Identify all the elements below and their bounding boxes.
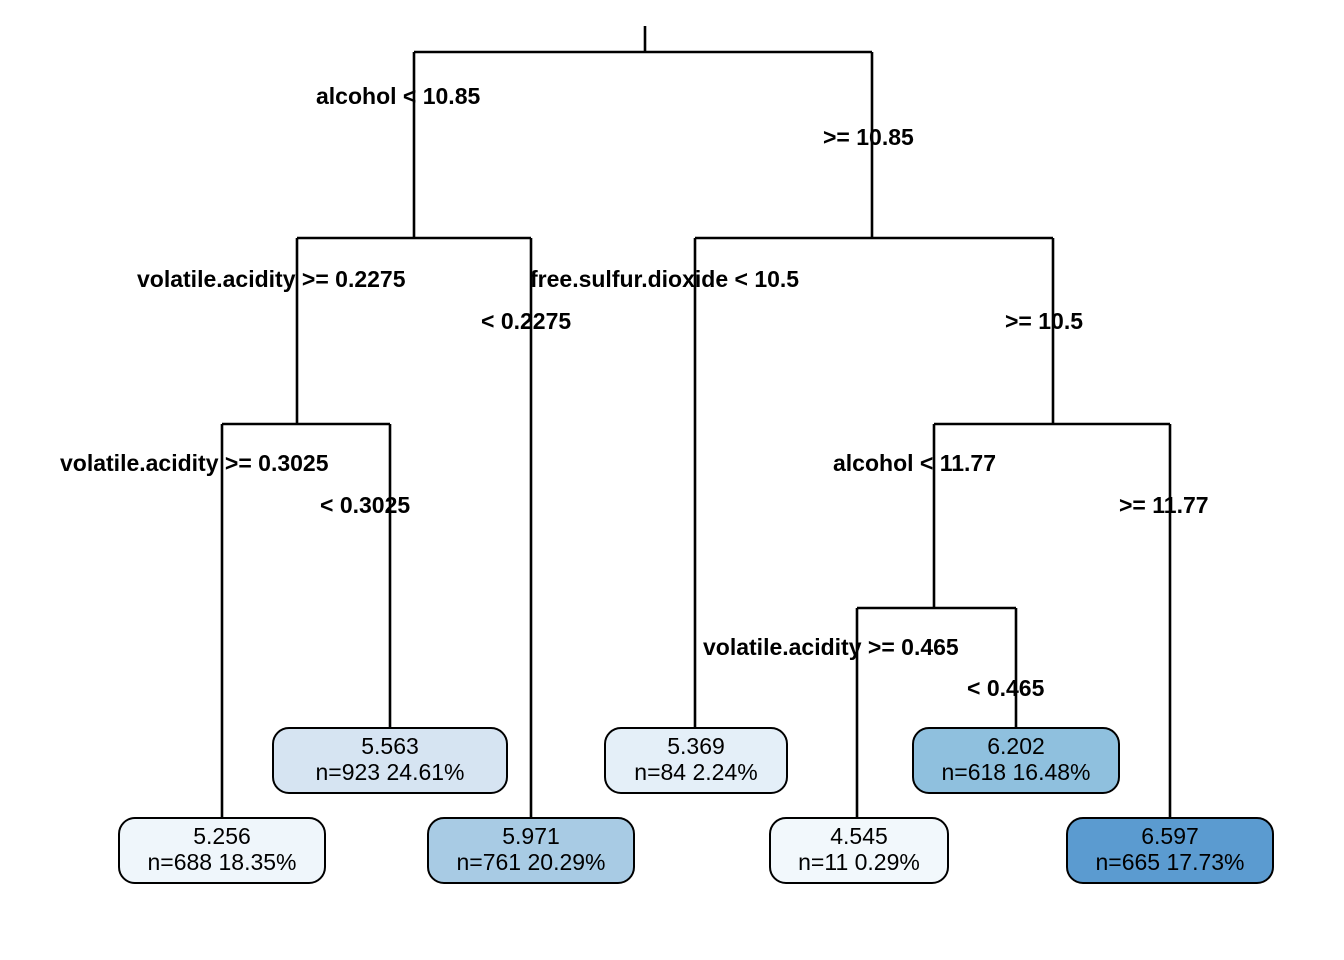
leaf-value: 4.545: [830, 823, 888, 850]
split-label-volatile-acidity-gte-03025: volatile.acidity >= 0.3025: [60, 450, 329, 476]
leaf-stats: n=84 2.24%: [634, 759, 758, 785]
split-label-volatile-acidity-lt-0465: < 0.465: [967, 675, 1045, 701]
split-label-volatile-acidity-gte-0465: volatile.acidity >= 0.465: [703, 634, 959, 660]
split-label-free-sulfur-dioxide-gte-105: >= 10.5: [1005, 308, 1084, 334]
leaf-stats: n=688 18.35%: [147, 849, 297, 875]
leaf-node[interactable]: 4.545 n=11 0.29%: [769, 817, 949, 884]
leaf-value: 5.369: [667, 733, 725, 760]
leaf-stats: n=11 0.29%: [798, 849, 920, 875]
leaf-node[interactable]: 5.563 n=923 24.61%: [272, 727, 508, 794]
split-label-volatile-acidity-gte-02275: volatile.acidity >= 0.2275: [137, 266, 406, 292]
leaf-stats: n=665 17.73%: [1095, 849, 1245, 875]
split-label-volatile-acidity-lt-03025: < 0.3025: [320, 492, 411, 518]
leaf-node[interactable]: 5.369 n=84 2.24%: [604, 727, 788, 794]
split-label-alcohol-gte-1085: >= 10.85: [823, 124, 914, 150]
split-label-volatile-acidity-lt-02275: < 0.2275: [481, 308, 572, 334]
split-label-alcohol-gte-1177: >= 11.77: [1119, 492, 1209, 518]
split-label-alcohol-lt-1177: alcohol < 11.77: [833, 450, 997, 476]
leaf-stats: n=618 16.48%: [941, 759, 1091, 785]
leaf-value: 5.971: [502, 823, 560, 850]
leaf-stats: n=761 20.29%: [456, 849, 606, 875]
leaf-value: 5.256: [193, 823, 251, 850]
leaf-node[interactable]: 5.971 n=761 20.29%: [427, 817, 635, 884]
leaf-node[interactable]: 6.202 n=618 16.48%: [912, 727, 1120, 794]
leaf-stats: n=923 24.61%: [315, 759, 465, 785]
leaf-node[interactable]: 6.597 n=665 17.73%: [1066, 817, 1274, 884]
leaf-value: 5.563: [361, 733, 419, 760]
leaf-node[interactable]: 5.256 n=688 18.35%: [118, 817, 326, 884]
leaf-value: 6.597: [1141, 823, 1199, 850]
leaf-value: 6.202: [987, 733, 1045, 760]
split-label-alcohol-lt-1085: alcohol < 10.85: [316, 83, 481, 109]
split-label-free-sulfur-dioxide-lt-105: free.sulfur.dioxide < 10.5: [530, 266, 800, 292]
